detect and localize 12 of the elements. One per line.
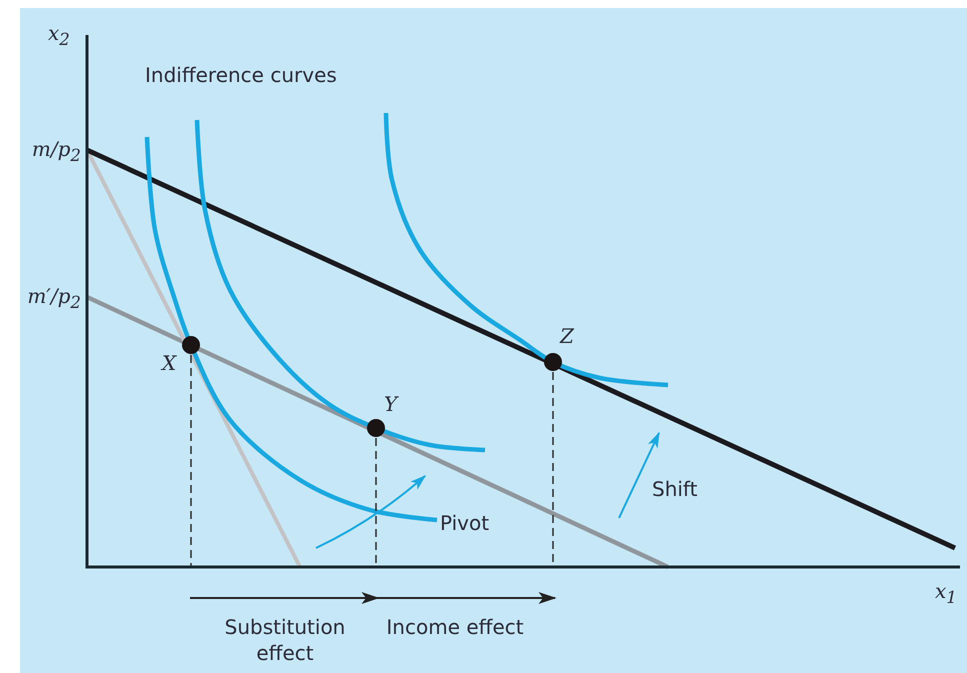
annotation-text: Indifference curves [145,62,337,88]
point-label: Y [384,391,398,417]
axis-label: x$_{1}$ [935,578,957,609]
axis-label: x$_{2}$ [48,20,70,51]
axis-tick-label: m/p$_{2}$ [32,136,81,167]
annotation-text: Pivot [440,510,490,536]
point-label: Z [560,323,574,349]
effect-label: Substitution effect [224,614,346,666]
annotation-text: Shift [652,476,698,502]
point-label: X [162,350,176,376]
axis-tick-label: m′/p$_{2}$ [27,283,81,314]
effect-label: Income effect [385,614,525,640]
